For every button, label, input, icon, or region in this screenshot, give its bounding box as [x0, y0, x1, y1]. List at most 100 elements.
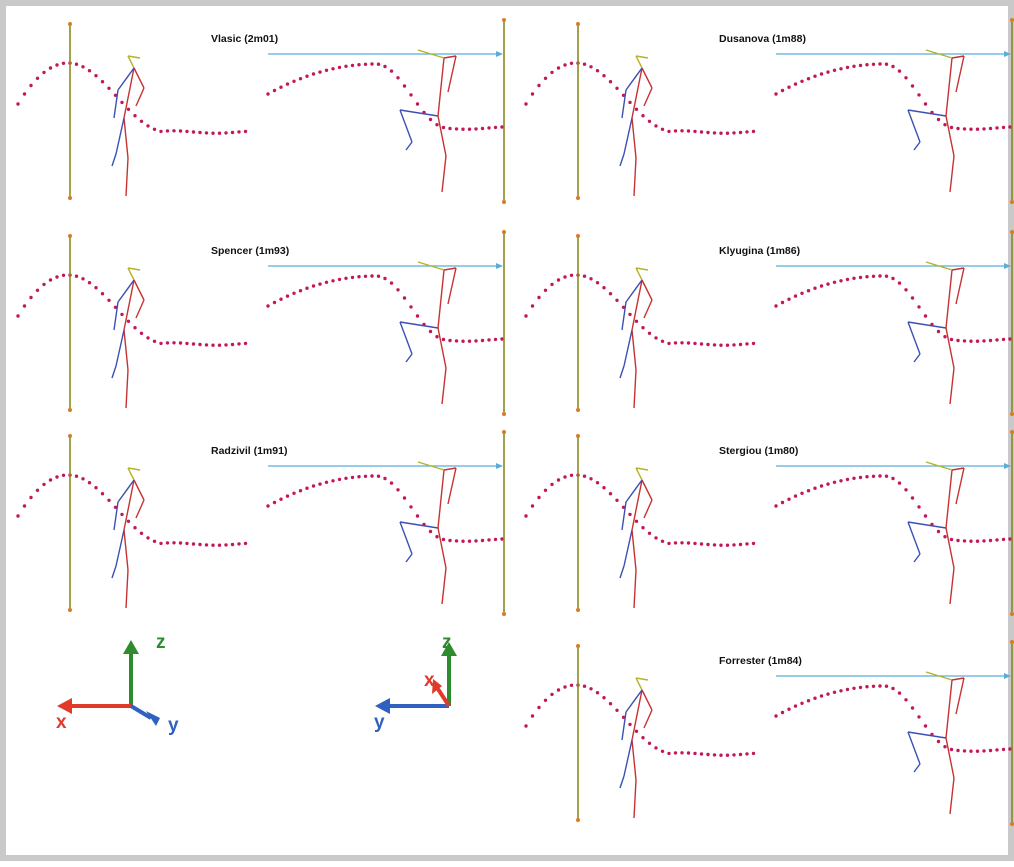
trajectory-point [608, 292, 613, 296]
trajectory-point [243, 341, 248, 346]
trajectory-point [871, 274, 876, 278]
trajectory-point [133, 114, 137, 118]
trajectory-point [537, 495, 541, 500]
trajectory-point [988, 338, 993, 343]
trajectory-point [745, 342, 749, 346]
trajectory-point [819, 284, 824, 288]
trajectory-point [94, 74, 98, 78]
trajectory-point [995, 538, 999, 542]
trajectory-point [712, 131, 717, 135]
z-axis-label: z [156, 632, 166, 653]
trajectory-point [693, 341, 697, 346]
trajectory-point [738, 342, 743, 347]
leg-segment [123, 529, 129, 571]
leg-segment [437, 527, 447, 569]
leg-segment [631, 529, 637, 571]
trajectory-point [712, 543, 717, 547]
trajectory-point [396, 288, 400, 292]
trajectory-point [1008, 337, 1012, 341]
trajectory-point [832, 690, 837, 694]
trajectory-point [641, 114, 645, 118]
trajectory-point [311, 284, 316, 288]
trajectory-point [524, 724, 528, 728]
trajectory-point [787, 497, 791, 501]
trajectory-point [415, 314, 420, 318]
trajectory-point [480, 126, 485, 131]
trajectory-point [537, 295, 541, 300]
trajectory-point [956, 538, 960, 543]
trajectory-point [563, 685, 567, 689]
leg-segment [913, 763, 921, 773]
trajectory-point [402, 296, 407, 300]
trajectory-point [878, 274, 882, 278]
trajectory-point [487, 126, 491, 130]
trajectory-point [787, 85, 791, 89]
trajectory-point [331, 279, 335, 283]
trajectory-point [647, 531, 652, 535]
trajectory-point [543, 488, 548, 492]
upright-top-cap [576, 234, 580, 238]
y-axis-arrow [129, 704, 153, 720]
head-segment [635, 267, 643, 281]
arm-segment [641, 479, 653, 501]
trajectory-point [582, 684, 587, 688]
trajectory-point [204, 543, 209, 547]
torso-segment [631, 689, 643, 741]
trajectory-point [647, 331, 652, 335]
trajectory-point [826, 482, 830, 486]
trajectory-point [454, 127, 459, 131]
leg-segment [913, 553, 921, 563]
torso-segment [123, 279, 135, 331]
upright-bottom-cap [576, 408, 580, 412]
trajectory-point [487, 538, 491, 542]
trajectory-point [615, 298, 619, 302]
trajectory-point [243, 129, 248, 134]
head-segment [635, 55, 649, 59]
trajectory-point [686, 541, 691, 545]
trajectory-point [461, 539, 465, 543]
front-view [266, 430, 506, 616]
panel-dusanova: Dusanova (1m88) [524, 18, 1014, 204]
x-arrowhead-icon [57, 698, 72, 714]
leg-segment [631, 739, 637, 781]
trajectory-point [884, 274, 889, 278]
trajectory-point [441, 125, 446, 130]
trajectory-point [962, 539, 967, 543]
leg-segment [623, 329, 633, 367]
arm-segment [643, 709, 653, 729]
upright-top-cap [1010, 18, 1014, 22]
trajectory-point [524, 102, 528, 106]
upright-bottom-cap [1010, 200, 1014, 204]
trajectory-point [732, 753, 736, 757]
trajectory-point [279, 497, 283, 501]
trajectory-point [943, 535, 947, 539]
leg-segment [399, 109, 413, 143]
trajectory-point [61, 473, 66, 477]
leg-segment [633, 569, 637, 609]
trajectory-point [1008, 747, 1012, 751]
leg-segment [631, 117, 637, 159]
trajectory-point [660, 127, 665, 131]
trajectory-point [858, 275, 863, 280]
axes-legend-front: z x y [374, 632, 457, 733]
trajectory-point [878, 684, 882, 688]
trajectory-point [732, 131, 736, 135]
trajectory-point [550, 282, 554, 287]
arm-segment [443, 267, 457, 271]
trajectory-point [211, 343, 215, 347]
trajectory-point [995, 126, 999, 130]
leg-segment [949, 367, 955, 405]
trajectory-point [686, 751, 691, 755]
upright-bottom-cap [576, 608, 580, 612]
trajectory-point [146, 124, 150, 128]
trajectory-point [370, 274, 374, 278]
trajectory-point [706, 752, 710, 757]
trajectory-point [608, 80, 613, 84]
trajectory-point [910, 706, 915, 710]
panel-vlasic: Vlasic (2m01) [16, 18, 506, 204]
trajectory-point [589, 277, 593, 281]
trajectory-point [806, 77, 811, 81]
trajectory-point [113, 505, 118, 509]
trajectory-point [667, 541, 671, 546]
trajectory-point [409, 305, 413, 309]
